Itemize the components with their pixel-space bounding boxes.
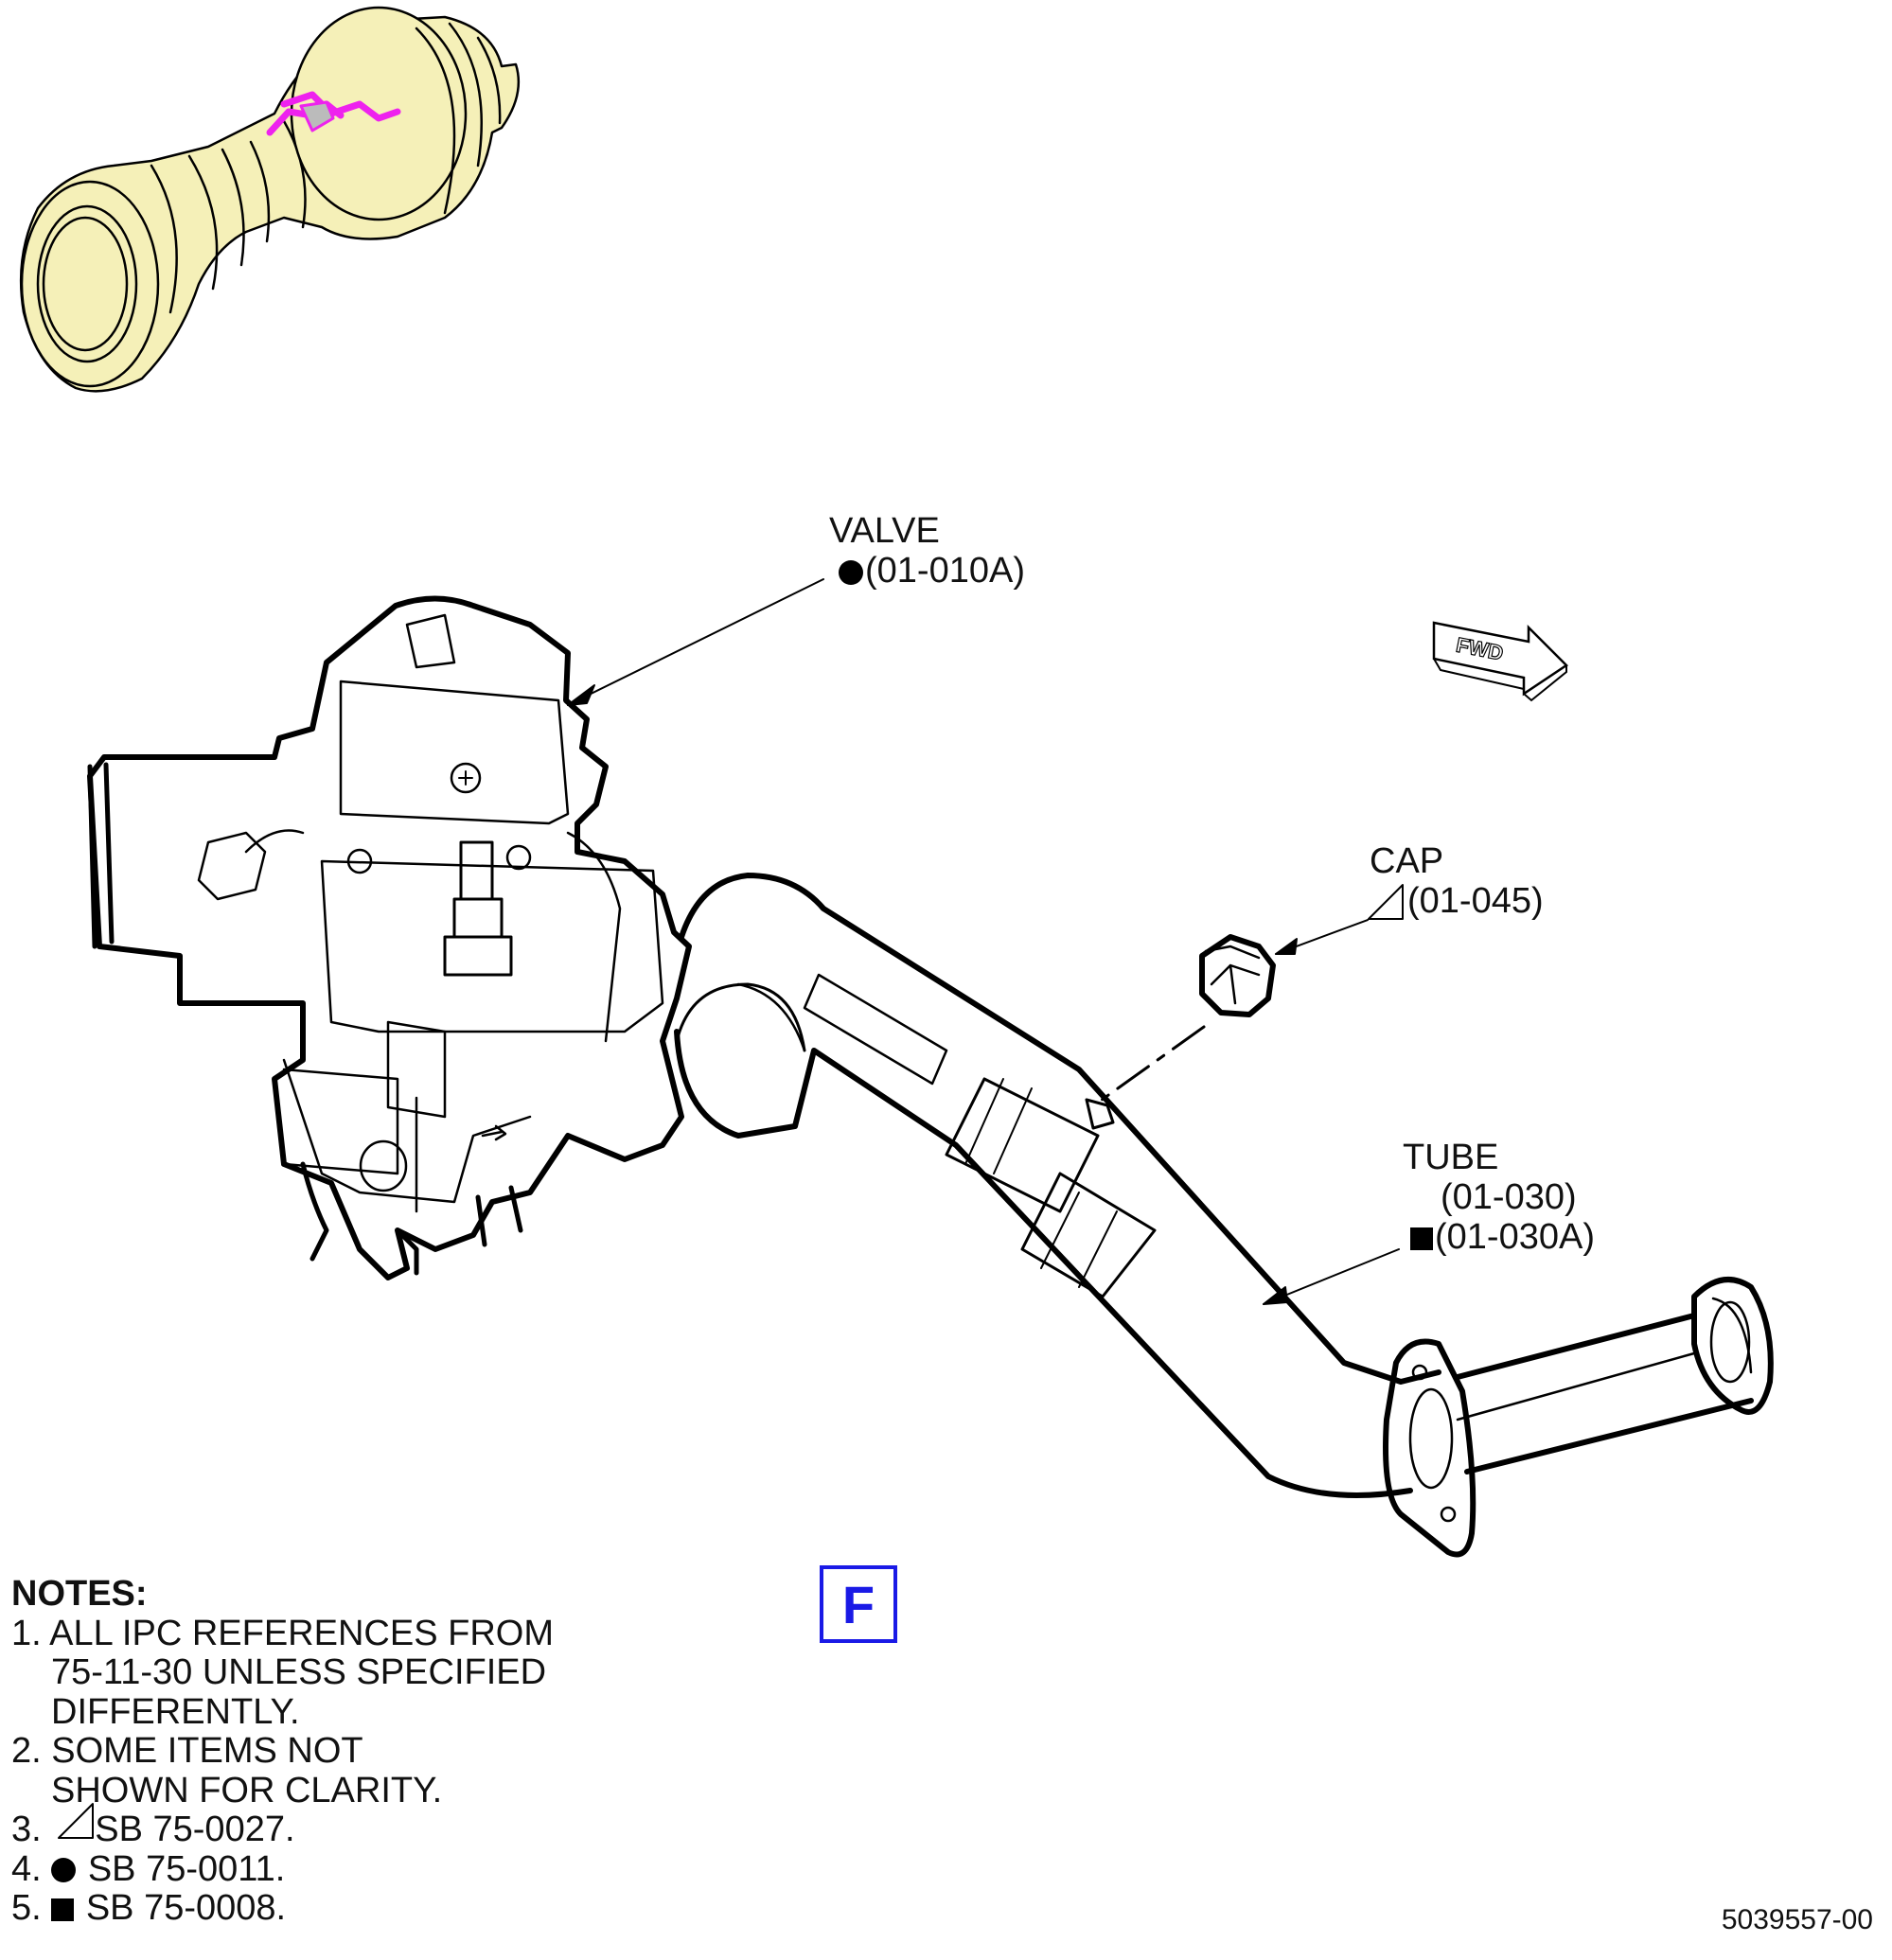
triangle-mark-icon xyxy=(58,1803,94,1839)
cap-name: CAP xyxy=(1370,841,1444,881)
tube-ref-alt: (01-030A) xyxy=(1435,1217,1595,1257)
triangle-mark-icon xyxy=(1368,884,1404,920)
valve-body xyxy=(87,595,692,1280)
note-3: 3. SB 75-0027. xyxy=(11,1810,295,1849)
notes-heading: NOTES: xyxy=(11,1574,148,1614)
notes-block: NOTES: 1. ALL IPC REFERENCES FROM 75-11-… xyxy=(11,1574,554,1928)
engine-locator-icon xyxy=(19,6,521,393)
tube-assembly xyxy=(674,873,1774,1558)
tube-label: TUBE (01-030) (01-030A) xyxy=(1403,1138,1595,1257)
tube-name: TUBE xyxy=(1403,1138,1499,1177)
valve-label: VALVE (01-010A) xyxy=(829,511,1025,591)
square-icon xyxy=(51,1898,75,1921)
circle-icon xyxy=(839,559,863,585)
view-letter: F xyxy=(841,1574,875,1634)
valve-ref: (01-010A) xyxy=(865,551,1025,591)
note-5: 5. SB 75-0008. xyxy=(11,1888,287,1928)
circle-icon xyxy=(51,1858,77,1883)
view-letter-box: F xyxy=(820,1565,897,1643)
square-icon xyxy=(1410,1227,1433,1250)
cap-ref: (01-045) xyxy=(1407,881,1544,921)
cap-label: CAP (01-045) xyxy=(1370,841,1544,921)
tube-ref: (01-030) xyxy=(1441,1177,1577,1217)
cap-part xyxy=(1096,934,1276,1104)
valve-name: VALVE xyxy=(829,511,940,551)
note-4: 4. SB 75-0011. xyxy=(11,1848,286,1889)
note-1: 1. ALL IPC REFERENCES FROM xyxy=(11,1613,554,1653)
leader-lines xyxy=(567,578,1400,1305)
note-2: 2. SOME ITEMS NOT xyxy=(11,1731,363,1771)
figure-number: 5039557-00 xyxy=(1721,1904,1873,1935)
fwd-arrow-icon: FWD xyxy=(1432,621,1568,702)
